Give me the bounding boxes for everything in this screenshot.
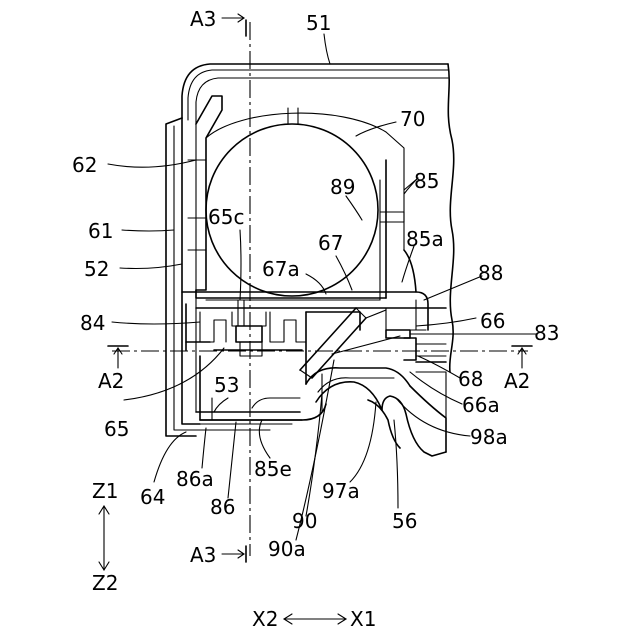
mechanism-block: [186, 300, 446, 384]
axis-x2-label: X2: [252, 607, 278, 631]
ref-67: 67: [318, 231, 343, 255]
ref-66: 66: [480, 309, 505, 333]
section-a3-bottom: A3: [190, 543, 216, 567]
ref-64: 64: [140, 485, 165, 509]
ref-90a: 90a: [268, 537, 306, 561]
ref-98a: 98a: [470, 425, 508, 449]
lever-90: [300, 308, 400, 412]
axis-z1-label: Z1: [92, 479, 118, 503]
ref-90: 90: [292, 509, 317, 533]
section-center-lines: [108, 14, 532, 562]
section-mark-labels: A3 A3 A2 A2: [98, 7, 530, 567]
ref-62: 62: [72, 153, 97, 177]
reference-labels: 51 70 62 85 89 61 65c 67 85a 52 67a 88 8…: [72, 11, 559, 561]
section-a2-right: A2: [504, 369, 530, 393]
ref-65c: 65c: [208, 205, 244, 229]
ref-68: 68: [458, 367, 483, 391]
ref-61: 61: [88, 219, 113, 243]
bottom-plates: [186, 356, 326, 430]
section-a2-left: A2: [98, 369, 124, 393]
ref-70: 70: [400, 107, 425, 131]
ref-52: 52: [84, 257, 109, 281]
ref-86: 86: [210, 495, 235, 519]
axis-x1-label: X1: [350, 607, 376, 631]
chamber-85: [182, 160, 428, 330]
ref-83: 83: [534, 321, 559, 345]
ref-65: 65: [104, 417, 129, 441]
ref-51: 51: [306, 11, 331, 35]
axis-z2-label: Z2: [92, 571, 118, 595]
break-line-right: [448, 64, 454, 372]
ref-66a: 66a: [462, 393, 500, 417]
ref-85: 85: [414, 169, 439, 193]
section-a3-top: A3: [190, 7, 216, 31]
ref-56: 56: [392, 509, 417, 533]
ref-97a: 97a: [322, 479, 360, 503]
ref-85e: 85e: [254, 457, 292, 481]
ref-85a: 85a: [406, 227, 444, 251]
ref-89: 89: [330, 175, 355, 199]
ref-67a: 67a: [262, 257, 300, 281]
ref-88: 88: [478, 261, 503, 285]
leader-lines: [108, 34, 536, 540]
ref-86a: 86a: [176, 467, 214, 491]
ref-84: 84: [80, 311, 105, 335]
lower-cradle: [306, 368, 446, 456]
ref-53: 53: [214, 373, 239, 397]
